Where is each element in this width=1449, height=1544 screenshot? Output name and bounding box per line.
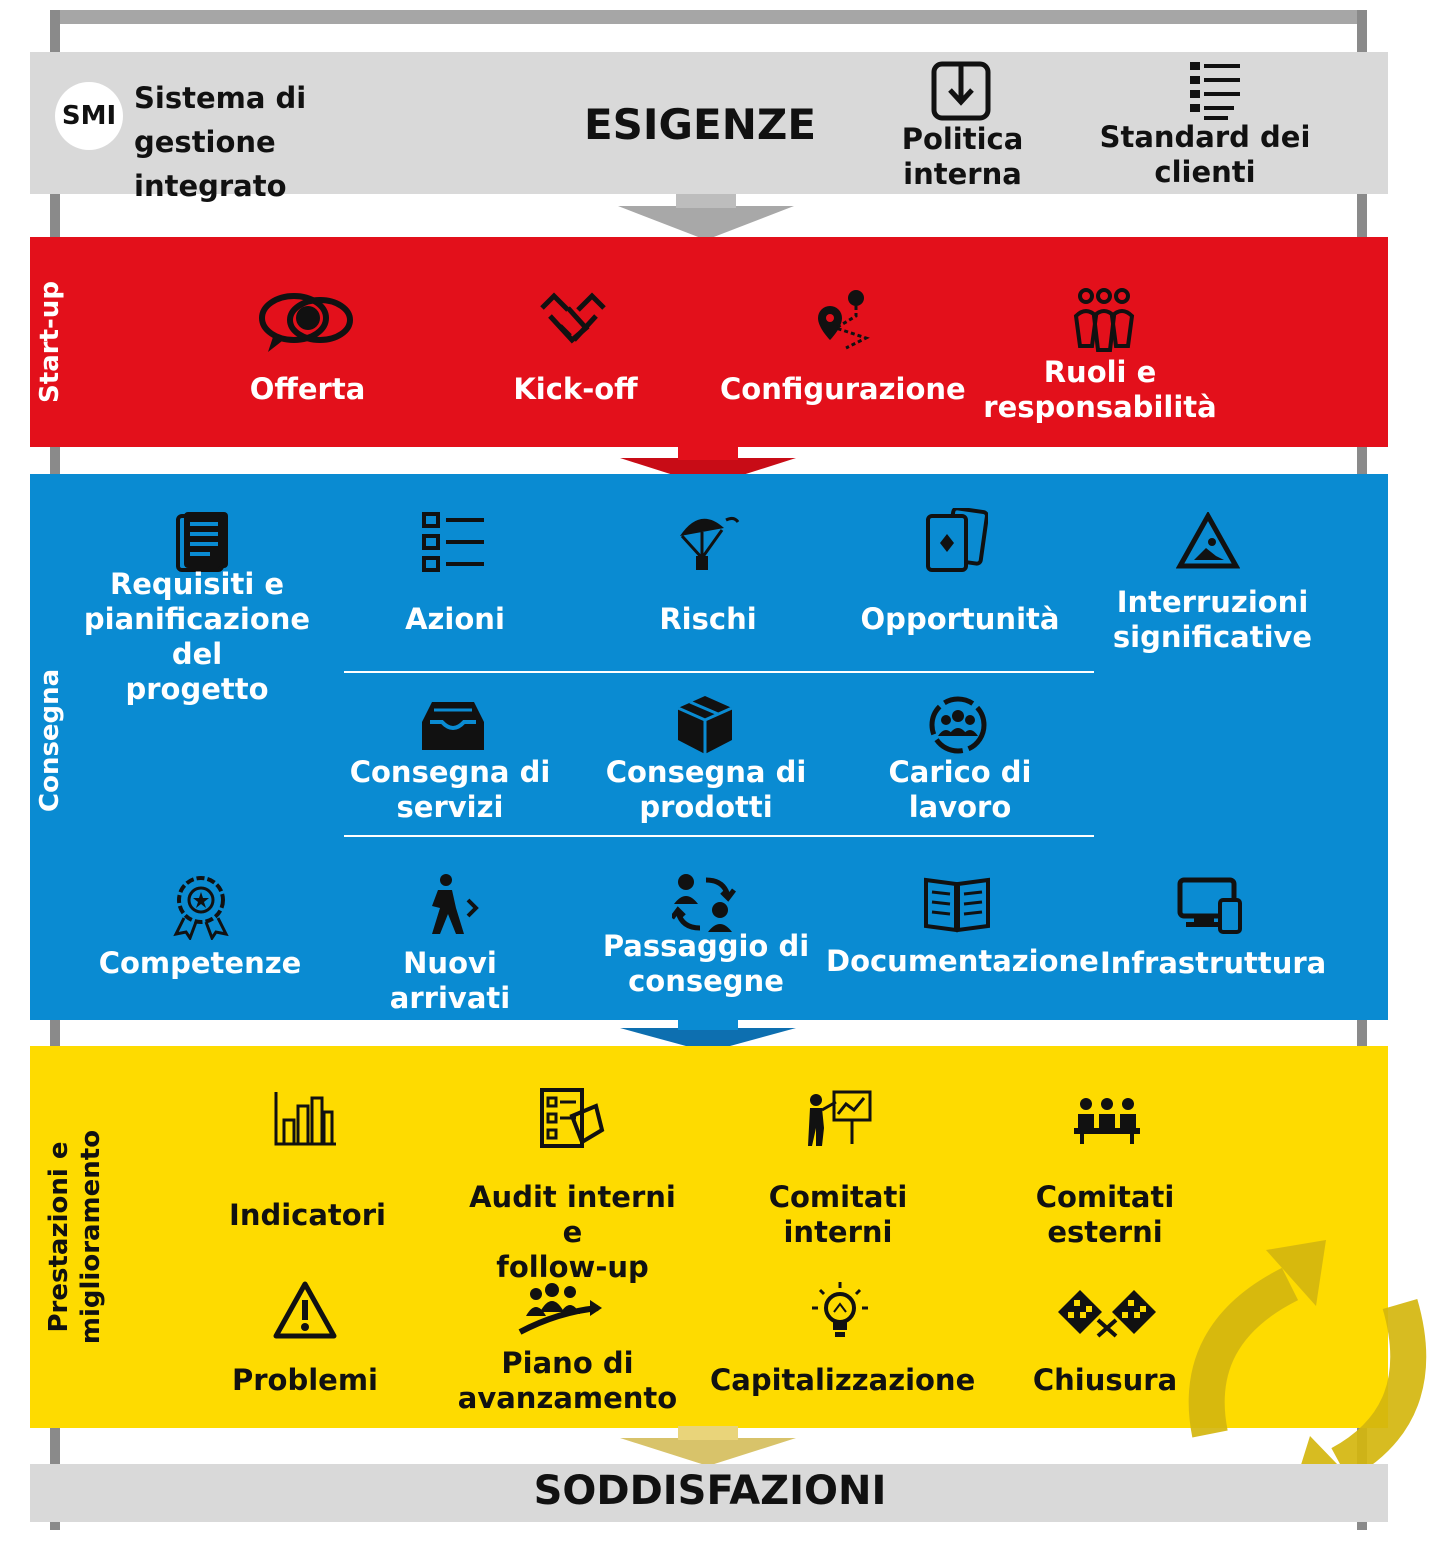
standards-label: Standard dei clienti xyxy=(1099,120,1311,189)
startup-item-kickoff: Kick-off xyxy=(513,372,638,406)
delivery-item-infrastructure: Infrastruttura xyxy=(1100,946,1327,980)
delivery-item-skills: Competenze xyxy=(98,946,302,980)
performance-band xyxy=(30,1046,1388,1428)
policy-label: Politica interna xyxy=(901,122,1024,191)
delivery-item-documentation: Documentazione xyxy=(826,944,1099,978)
workload-group-icon xyxy=(926,694,990,756)
delivery-item-newcomers: Nuovi arrivati xyxy=(389,946,511,1015)
award-badge-icon xyxy=(172,874,230,940)
delivery-divider-1 xyxy=(344,671,1094,673)
package-box-icon xyxy=(676,694,734,756)
delivery-item-interruptions: Interruzioni significative xyxy=(1112,585,1313,654)
handover-people-icon xyxy=(672,872,736,936)
delivery-item-requirements: Requisiti e pianificazione del progetto xyxy=(83,567,311,706)
playing-cards-icon xyxy=(924,508,988,574)
startup-band xyxy=(30,237,1388,447)
delivery-item-workload: Carico di lavoro xyxy=(888,755,1032,824)
perf-item-external-committees: Comitati esterni xyxy=(1035,1180,1175,1249)
flow-arrow-3 xyxy=(620,1018,796,1058)
system-title: Sistema di gestione integrato xyxy=(134,81,307,203)
perf-item-closure: Chiusura xyxy=(1032,1363,1178,1397)
perf-item-problems: Problemi xyxy=(231,1363,378,1397)
bar-chart-icon xyxy=(272,1090,338,1148)
perf-item-indicators: Indicatori xyxy=(229,1198,386,1232)
audit-checklist-icon xyxy=(538,1086,606,1150)
startup-item-config: Configurazione xyxy=(720,372,966,406)
inbox-tray-icon xyxy=(420,700,486,752)
checkered-flags-icon xyxy=(1054,1286,1160,1338)
landslide-warning-icon xyxy=(1176,512,1240,570)
requirements-doc-icon xyxy=(176,510,232,572)
flow-arrow-4 xyxy=(620,1426,796,1472)
frame-top xyxy=(55,10,1365,24)
delivery-divider-2 xyxy=(344,835,1094,837)
lightbulb-icon xyxy=(810,1280,870,1344)
flow-arrow-2 xyxy=(620,446,796,490)
delivery-item-services: Consegna di servizi xyxy=(349,755,551,824)
perf-item-audit: Audit interni e follow-up xyxy=(469,1180,676,1284)
presentation-board-icon xyxy=(806,1088,874,1148)
open-book-icon xyxy=(922,874,992,934)
startup-label: Start-up xyxy=(35,281,65,403)
performance-label: Prestazioni e miglioramento xyxy=(44,1129,106,1345)
parachute-risk-icon xyxy=(674,508,740,574)
checklist-icon xyxy=(422,512,486,574)
team-roles-icon xyxy=(1072,288,1136,354)
perf-item-internal-committees: Comitati interni xyxy=(768,1180,908,1249)
devices-icon xyxy=(1176,876,1244,934)
delivery-item-products: Consegna di prodotti xyxy=(605,755,807,824)
satisfaction-band xyxy=(30,1464,1388,1522)
delivery-item-risks: Rischi xyxy=(659,602,757,636)
perf-item-capitalization: Capitalizzazione xyxy=(710,1363,976,1397)
meeting-group-icon xyxy=(1072,1096,1142,1144)
list-standards-icon xyxy=(1190,60,1244,126)
delivery-item-handover: Passaggio di consegne xyxy=(602,929,810,998)
smi-badge-text: SMI xyxy=(61,101,117,131)
delivery-item-opportunities: Opportunità xyxy=(860,602,1060,636)
handshake-icon xyxy=(538,290,608,352)
startup-item-roles: Ruoli e responsabilità xyxy=(983,355,1217,424)
startup-item-offer: Offerta xyxy=(249,372,366,406)
satisfaction-title: SODDISFAZIONI xyxy=(533,1468,887,1514)
route-pin-icon xyxy=(806,288,870,352)
download-doc-icon xyxy=(930,60,992,122)
flow-arrow-1 xyxy=(618,194,794,244)
needs-band xyxy=(30,52,1388,194)
delivery-item-actions: Azioni xyxy=(405,602,505,636)
perf-item-progress-plan: Piano di avanzamento xyxy=(457,1346,678,1415)
chat-bubbles-icon xyxy=(258,290,354,354)
progress-team-icon xyxy=(518,1282,604,1340)
smi-badge: SMI xyxy=(55,82,123,150)
person-walking-icon xyxy=(424,872,480,936)
warning-triangle-icon xyxy=(272,1280,338,1340)
needs-title: ESIGENZE xyxy=(583,100,817,149)
